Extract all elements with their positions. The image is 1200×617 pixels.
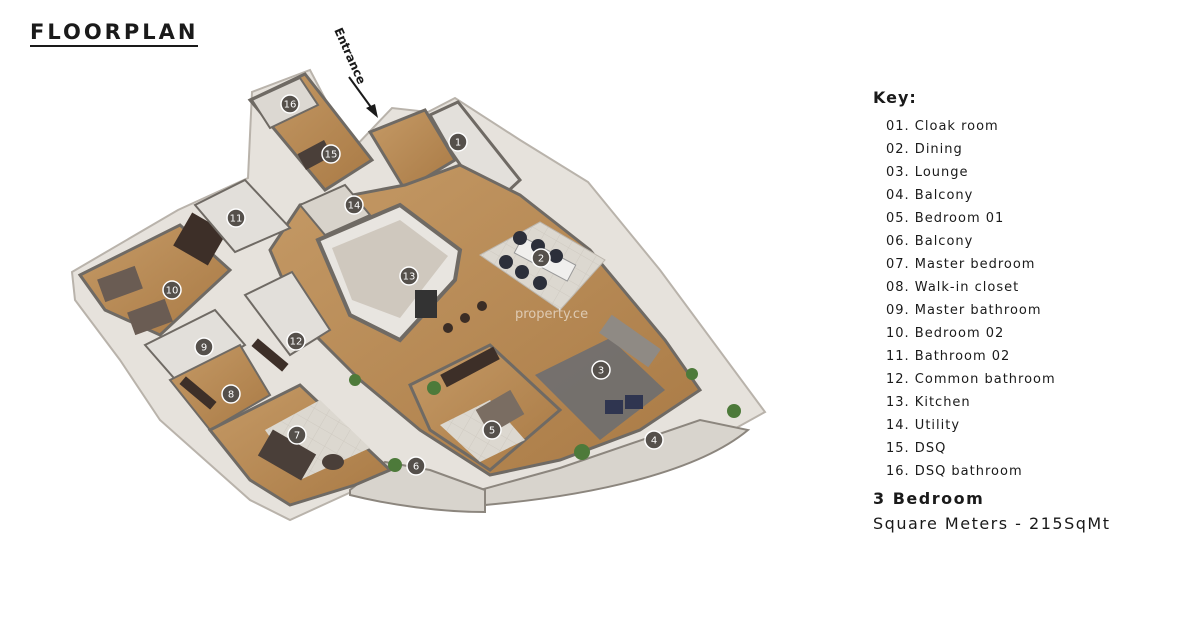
- key-title: Key:: [873, 88, 917, 107]
- room-marker-circle: [531, 248, 551, 268]
- room-marker-number: 10: [166, 286, 179, 297]
- lounge-sofa: [599, 314, 661, 368]
- bedroom-01-wardrobe: [440, 346, 500, 388]
- room-marker-circle: [344, 195, 364, 215]
- room-marker-circle: [591, 360, 611, 380]
- key-item: 02. Dining: [886, 142, 963, 157]
- room-marker-circle: [287, 425, 307, 445]
- entrance-indicator: Entrance: [331, 26, 378, 118]
- key-item: 07. Master bedroom: [886, 257, 1036, 272]
- room-lounge: [535, 338, 665, 440]
- room-marker-walk-in-closet: 8: [221, 384, 241, 404]
- key-item: 01. Cloak room: [886, 119, 999, 134]
- key-list: 01. Cloak room 02. Dining 03. Lounge 04.…: [873, 115, 1193, 483]
- key-item: 09. Master bathroom: [886, 303, 1042, 318]
- room-marker-circle: [194, 337, 214, 357]
- room-marker-bedroom-02: 10: [162, 280, 182, 300]
- room-marker-circle: [221, 384, 241, 404]
- room-marker-number: 9: [201, 343, 207, 354]
- room-marker-dsq: 15: [321, 144, 341, 164]
- key-item: 12. Common bathroom: [886, 372, 1056, 387]
- room-marker-number: 2: [538, 254, 544, 265]
- lounge-ottoman-2: [625, 395, 643, 409]
- room-marker-circle: [321, 144, 341, 164]
- room-marker-number: 4: [651, 436, 657, 447]
- room-marker-utility: 14: [344, 195, 364, 215]
- key-item: 14. Utility: [886, 418, 961, 433]
- key-item: 11. Bathroom 02: [886, 349, 1011, 364]
- floorplan-illustration: property.ce Entrance 1234567891011121314…: [70, 26, 767, 522]
- key-item: 16. DSQ bathroom: [886, 464, 1023, 479]
- kitchen-oven: [415, 290, 437, 318]
- closet-rack-1: [179, 376, 217, 410]
- room-marker-number: 6: [413, 462, 419, 473]
- entrance-arrow-shaft: [348, 76, 374, 111]
- room-marker-number: 3: [598, 366, 604, 377]
- key-item: 04. Balcony: [886, 188, 974, 203]
- unit-type: 3 Bedroom: [873, 489, 985, 508]
- room-marker-lounge: 3: [591, 360, 611, 380]
- room-marker-circle: [406, 456, 426, 476]
- room-marker-balcony: 4: [644, 430, 664, 450]
- master-bed: [257, 429, 317, 481]
- room-marker-circle: [448, 132, 468, 152]
- key-panel: Key: 01. Cloak room 02. Dining 03. Loung…: [873, 88, 1193, 533]
- room-marker-number: 7: [294, 431, 300, 442]
- room-marker-cloak-room: 1: [448, 132, 468, 152]
- closet-rack-2: [251, 338, 289, 372]
- lounge-ottoman-1: [605, 400, 623, 414]
- key-item: 03. Lounge: [886, 165, 969, 180]
- room-marker-number: 1: [455, 138, 461, 149]
- room-marker-bathroom-02: 11: [226, 208, 246, 228]
- entrance-hall: [367, 108, 458, 193]
- room-marker-number: 13: [403, 272, 416, 283]
- key-item: 05. Bedroom 01: [886, 211, 1005, 226]
- master-bedroom-ottoman: [322, 454, 344, 470]
- unit-area: Square Meters - 215SqMt: [873, 514, 1111, 533]
- room-marker-number: 12: [290, 337, 303, 348]
- kitchen-floor: [332, 220, 448, 318]
- key-item: 10. Bedroom 02: [886, 326, 1005, 341]
- room-marker-circle: [286, 331, 306, 351]
- plants: [349, 368, 741, 472]
- room-marker-number: 14: [348, 201, 361, 212]
- room-marker-dining: 2: [531, 248, 551, 268]
- page-title: FLOORPLAN: [30, 20, 199, 47]
- room-marker-balcony: 6: [406, 456, 426, 476]
- bedroom-02-bed-2: [127, 298, 173, 336]
- bar-stools: [443, 301, 487, 333]
- room-marker-kitchen: 13: [399, 266, 419, 286]
- key-item: 15. DSQ: [886, 441, 947, 456]
- room-marker-circle: [280, 94, 300, 114]
- room-marker-number: 15: [325, 150, 338, 161]
- bedroom-02-bed-1: [97, 265, 143, 303]
- room-common-bathroom: [243, 270, 332, 357]
- watermark-text: property.ce: [515, 307, 588, 322]
- entrance-arrow-head: [366, 104, 378, 118]
- room-marker-master-bedroom: 7: [287, 425, 307, 445]
- room-marker-number: 16: [284, 100, 297, 111]
- room-marker-dsq-bathroom: 16: [280, 94, 300, 114]
- key-item: 08. Walk-in closet: [886, 280, 1020, 295]
- room-walk-in-closet: [168, 343, 272, 432]
- room-marker-common-bathroom: 12: [286, 331, 306, 351]
- key-item: 06. Balcony: [886, 234, 974, 249]
- room-balcony-04: [478, 418, 751, 507]
- room-marker-circle: [226, 208, 246, 228]
- room-marker-circle: [399, 266, 419, 286]
- room-marker-circle: [644, 430, 664, 450]
- room-marker-circle: [482, 420, 502, 440]
- room-marker-master-bathroom: 9: [194, 337, 214, 357]
- room-marker-number: 5: [489, 426, 495, 437]
- dining-chairs: [499, 231, 563, 290]
- room-marker-bedroom-01: 5: [482, 420, 502, 440]
- room-marker-circle: [162, 280, 182, 300]
- key-item: 13. Kitchen: [886, 395, 971, 410]
- room-balcony-06: [349, 460, 486, 514]
- room-marker-number: 11: [230, 214, 243, 225]
- room-marker-number: 8: [228, 390, 234, 401]
